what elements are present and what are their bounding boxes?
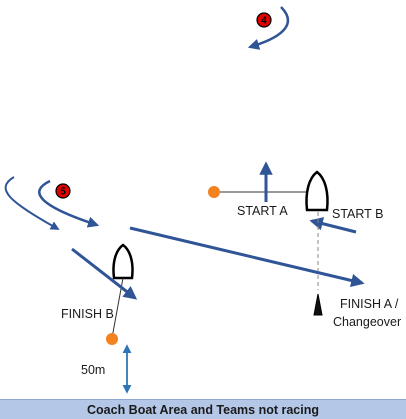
mark-4-number: 4 [261,16,267,27]
reach-arrow-to-finish-a [129,226,365,288]
start-b-approach-arrow [309,217,357,234]
rounding-arrow-inner-mark-5 [38,179,100,228]
start-a-label: START A [237,204,288,218]
finish-b-label: FINISH B [61,307,114,321]
coach-boat-area: Coach Boat Area and Teams not racing [0,399,406,419]
distance-label: 50m [81,363,105,377]
finish-b-pin-buoy-icon [106,333,118,345]
mark-5-number: 5 [60,187,66,198]
committee-boat-start-icon [305,170,329,212]
start-pin-buoy-icon [208,186,220,198]
finish-b-approach-arrow [71,247,138,300]
mark-5: 5 [4,176,100,230]
start-line: START A START B [208,161,383,234]
rounding-arrow-mark-4 [247,6,290,50]
coach-boat-area-label: Coach Boat Area and Teams not racing [87,402,319,417]
mark-5-icon [55,183,71,199]
finish-a-label: FINISH A / [340,297,399,311]
mark-4: 4 [247,6,290,50]
committee-boat-finish-icon [112,243,134,280]
start-b-label: START B [332,207,383,221]
rounding-arrow-outer-mark-5 [4,176,60,230]
mark-4-icon [256,12,272,28]
changeover-mark-icon [313,293,323,316]
finish-b: FINISH B [61,243,138,345]
changeover-label: Changeover [333,315,401,329]
